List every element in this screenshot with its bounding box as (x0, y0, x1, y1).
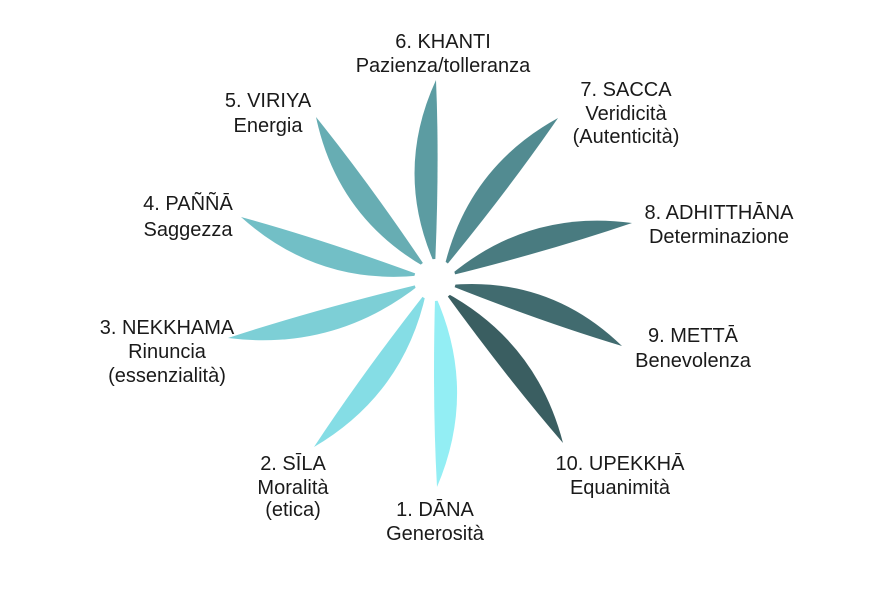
label-3: 3. NEKKHAMA Rinuncia (essenzialità) (100, 317, 235, 387)
label-9-line-1: Benevolenza (635, 350, 752, 372)
label-6-name: 6. KHANTI (395, 31, 491, 53)
label-4-line-1: Saggezza (144, 219, 234, 241)
petal-2 (314, 292, 427, 447)
label-6: 6. KHANTI Pazienza/tolleranza (356, 31, 531, 77)
label-1-name: 1. DĀNA (396, 498, 474, 521)
label-2-line-2: (etica) (265, 499, 321, 521)
label-9-name: 9. METTĀ (648, 324, 739, 347)
label-7-line-2: (Autenticità) (573, 126, 680, 148)
label-1: 1. DĀNA Generosità (386, 498, 485, 545)
label-4: 4. PAÑÑĀ Saggezza (143, 191, 233, 241)
label-3-line-2: (essenzialità) (108, 365, 226, 387)
label-7-name: 7. SACCA (580, 79, 672, 101)
label-10-name: 10. UPEKKHĀ (556, 452, 686, 475)
petal-3 (228, 284, 421, 341)
label-4-name: 4. PAÑÑĀ (143, 191, 233, 215)
label-5-name: 5. VIRIYA (225, 90, 312, 112)
label-5: 5. VIRIYA Energia (225, 90, 312, 137)
label-3-name: 3. NEKKHAMA (100, 317, 235, 339)
petal-9 (449, 283, 622, 346)
petal-1 (434, 295, 458, 487)
petal-5 (316, 117, 427, 268)
petal-6 (414, 80, 438, 265)
label-2-name: 2. SĪLA (260, 452, 326, 475)
label-2: 2. SĪLA Moralità (etica) (257, 452, 329, 521)
petal-group (228, 80, 632, 487)
label-1-line-1: Generosità (386, 523, 485, 545)
label-3-line-1: Rinuncia (128, 341, 207, 363)
petal-7 (444, 118, 558, 269)
petal-4 (241, 217, 421, 277)
label-9: 9. METTĀ Benevolenza (635, 324, 752, 372)
label-8-name: 8. ADHITTHĀNA (645, 201, 795, 224)
label-10: 10. UPEKKHĀ Equanimità (556, 452, 686, 499)
label-7-line-1: Veridicità (585, 103, 667, 125)
label-6-line-1: Pazienza/tolleranza (356, 55, 531, 77)
petal-8 (449, 220, 632, 276)
label-7: 7. SACCA Veridicità (Autenticità) (573, 79, 680, 148)
label-10-line-1: Equanimità (570, 477, 671, 499)
label-8-line-1: Determinazione (649, 226, 789, 248)
label-8: 8. ADHITTHĀNA Determinazione (645, 201, 795, 248)
petal-10 (444, 291, 563, 443)
label-2-line-1: Moralità (257, 477, 329, 499)
center-hole (414, 259, 456, 301)
label-5-line-1: Energia (234, 115, 304, 137)
